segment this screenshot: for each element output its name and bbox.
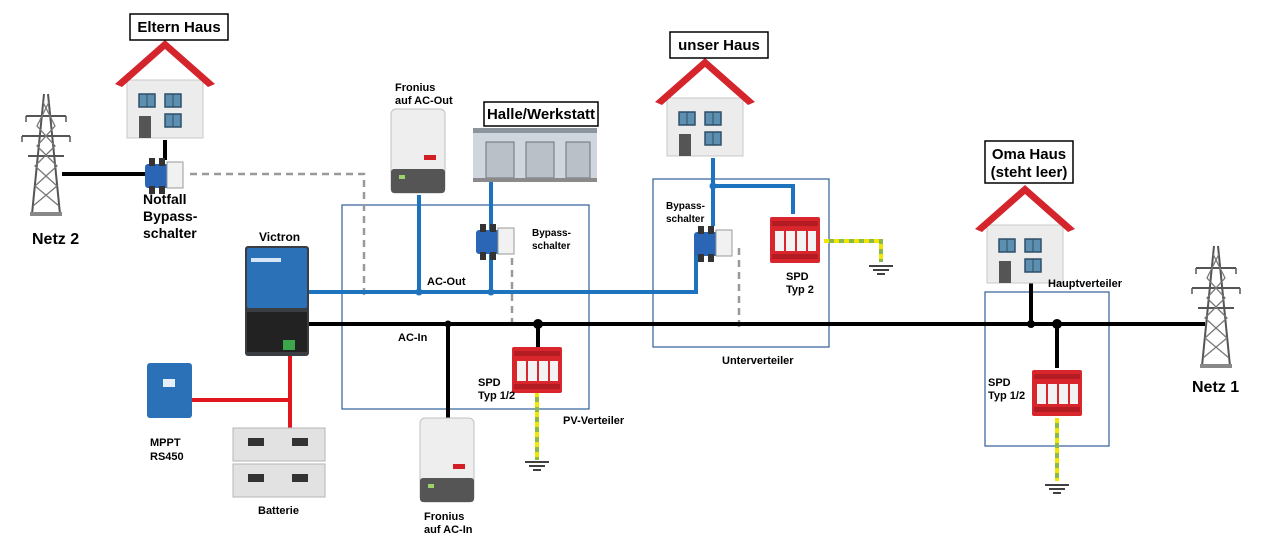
pv-bypass-label-2: schalter xyxy=(532,241,570,252)
victron-inverter-icon xyxy=(245,246,309,356)
spd-uv-label-1: SPD xyxy=(786,271,809,283)
notfall-label-2: Bypass- xyxy=(143,208,198,224)
spd-hv-label-2: Typ 1/2 xyxy=(988,390,1025,402)
fronius-in-label-2: auf AC-In xyxy=(424,524,473,536)
netz1-label: Netz 1 xyxy=(1192,379,1239,396)
unser-house-icon xyxy=(654,57,756,157)
ground-symbol-pv-icon xyxy=(524,461,550,471)
hauptverteiler-label: Hauptverteiler xyxy=(1048,278,1123,290)
unser-haus-label: unser Haus xyxy=(678,37,760,54)
mppt-label-2: RS450 xyxy=(150,451,184,463)
batterie-label: Batterie xyxy=(258,505,299,517)
halle-werkstatt-label: Halle/Werkstatt xyxy=(487,106,595,123)
unterverteiler-label: Unterverteiler xyxy=(722,355,794,367)
spd-pv-icon xyxy=(512,347,562,393)
battery-line xyxy=(184,352,292,430)
fronius-ac-in-inverter-icon xyxy=(419,417,475,503)
hauptverteiler-box xyxy=(984,291,1110,447)
pylon-netz1-icon xyxy=(1191,245,1241,369)
ac-out-label: AC-Out xyxy=(427,276,466,288)
spd-uv-label-2: Typ 2 xyxy=(786,284,814,296)
pv-bypass-label-1: Bypass- xyxy=(532,228,571,239)
fronius-in-label-1: Fronius xyxy=(424,511,464,523)
eltern-house-icon xyxy=(114,39,216,139)
notfall-bypass-switch-icon xyxy=(144,157,184,195)
oma-haus-sublabel: (steht leer) xyxy=(991,164,1068,181)
pylon-netz2-icon xyxy=(21,93,71,217)
fronius-out-label-2: auf AC-Out xyxy=(395,95,453,107)
halle-werkstatt-icon xyxy=(473,128,597,182)
battery-icon xyxy=(232,427,326,498)
notfall-label-1: Notfall xyxy=(143,191,187,207)
spd-uv-icon xyxy=(770,217,820,263)
unterverteiler-box xyxy=(652,178,830,348)
ground-symbol-uv-icon xyxy=(868,265,894,275)
oma-haus-label: Oma Haus xyxy=(992,146,1066,163)
eltern-haus-label: Eltern Haus xyxy=(137,19,220,36)
victron-label: Victron xyxy=(259,230,300,244)
pv-bypass-switch-icon xyxy=(475,223,515,261)
pv-verteiler-box xyxy=(341,204,590,410)
mppt-label-1: MPPT xyxy=(150,437,181,449)
fronius-ac-out-inverter-icon xyxy=(390,108,446,194)
fronius-out-label-1: Fronius xyxy=(395,82,435,94)
uv-bypass-label-1: Bypass- xyxy=(666,201,705,212)
notfall-control-dashed-line xyxy=(190,172,366,296)
uv-bypass-switch-icon xyxy=(693,225,733,263)
spd-hv-label-1: SPD xyxy=(988,377,1011,389)
spd-hv-icon xyxy=(1032,370,1082,416)
mppt-icon xyxy=(147,363,192,418)
pv-verteiler-label: PV-Verteiler xyxy=(563,415,625,427)
notfall-label-3: schalter xyxy=(143,225,197,241)
ground-line-uv xyxy=(824,239,883,262)
netz2-label: Netz 2 xyxy=(32,231,79,248)
uv-bypass-label-2: schalter xyxy=(666,214,704,225)
ground-symbol-hv-icon xyxy=(1044,484,1070,494)
ac-in-label: AC-In xyxy=(398,332,428,344)
oma-house-icon xyxy=(974,184,1076,284)
spd-pv-label-2: Typ 1/2 xyxy=(478,390,515,402)
spd-pv-label-1: SPD xyxy=(478,377,501,389)
